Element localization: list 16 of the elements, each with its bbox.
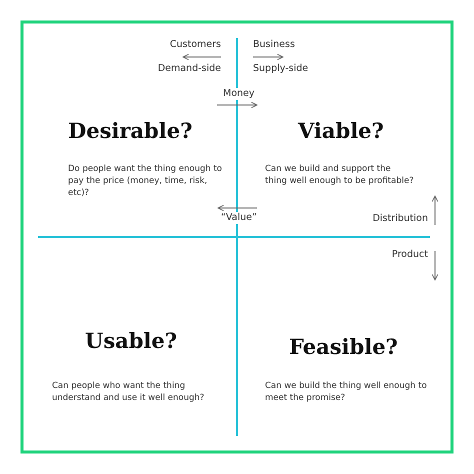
quadrant-title: Feasible? [289, 334, 398, 359]
axis-label: “Value” [220, 212, 258, 224]
quadrant-title: Viable? [298, 118, 384, 143]
quadrant-description: Can people who want the thing understand and use it well enough? [52, 380, 206, 404]
quadrant-title: Desirable? [68, 118, 192, 143]
quadrant-description: Can we build the thing well enough to meet the promise? [265, 380, 428, 404]
axis-label: Supply-side [253, 63, 308, 75]
axis-label: Demand-side [158, 63, 221, 75]
quadrant-title: Usable? [85, 328, 178, 353]
axis-label: Product [392, 249, 428, 261]
quadrant-description: Do people want the thing enough to pay the price (money, time, risk, etc)? [68, 163, 223, 199]
axis-label: Money [222, 88, 256, 100]
axis-label: Distribution [372, 213, 428, 225]
quadrant-description: Can we build and support the thing well enough to be profitable? [265, 163, 415, 187]
axis-label: Customers [170, 39, 221, 51]
axis-label: Business [253, 39, 295, 51]
